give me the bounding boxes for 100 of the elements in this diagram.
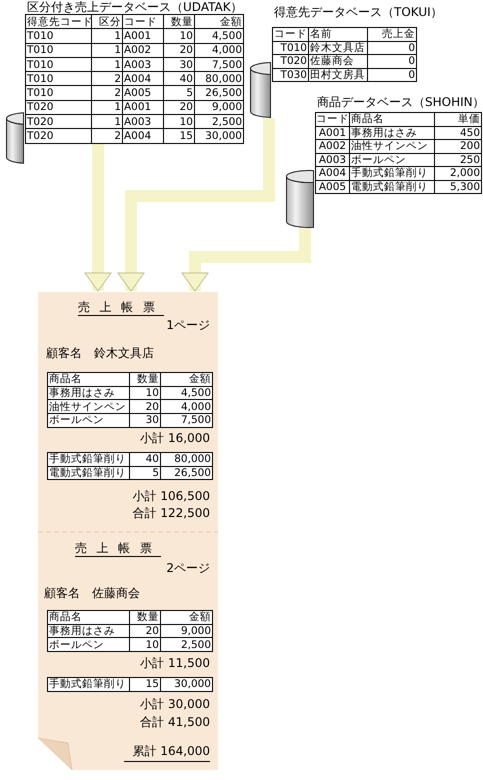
table-cell: T010 [26, 72, 92, 86]
flow-arrow [182, 228, 311, 292]
table-cell: 商品名 [350, 113, 435, 126]
table-cell: 2,000 [435, 167, 482, 180]
table-cell: 5 [164, 86, 195, 101]
table-cell: 20 [164, 100, 195, 116]
table-cell: A004 [123, 129, 164, 144]
table-cell: A001 [123, 29, 164, 44]
table-cell: 2 [92, 129, 123, 144]
table-cell: 10 [130, 638, 161, 652]
table-cell: 事務用はさみ [350, 126, 435, 140]
table-cell: A004 [316, 167, 350, 180]
table-cell: T030 [273, 68, 309, 82]
table-cell: 200 [435, 140, 482, 154]
table-cell: 9,000 [161, 624, 213, 638]
report-title: 売上帳票 [75, 541, 162, 557]
table-cell: 10 [130, 386, 161, 400]
table-cell: 商品名 [48, 611, 130, 625]
table-cell: A003 [123, 115, 164, 130]
table-cell: 金額 [195, 15, 244, 30]
table-cell: 26,500 [195, 86, 244, 101]
table-cell: 80,000 [195, 72, 244, 86]
table-cell: ボールペン [48, 414, 130, 428]
table-title: 得意先データベース（TOKUI） [274, 5, 443, 19]
report-text: 小計 16,000 [140, 431, 210, 446]
table-cell: 0 [368, 42, 417, 55]
table-cell: 1 [92, 115, 123, 130]
table-cell: 20 [164, 44, 195, 58]
table-cell: 金額 [161, 611, 213, 625]
table-cell: 80,000 [161, 453, 213, 467]
table-cell: 金額 [161, 373, 213, 387]
table-cell: 0 [368, 68, 417, 82]
table-cell: 20 [130, 624, 161, 638]
table-cell: 得意先コード [26, 15, 92, 30]
table-cell: 4,000 [195, 44, 244, 58]
table-cell: A003 [123, 58, 164, 72]
table-cell: 4,500 [195, 29, 244, 44]
table-cell: 1 [92, 100, 123, 116]
report-text: 小計 11,500 [140, 656, 210, 671]
table-cell: 電動式鉛筆削り [350, 180, 435, 194]
table-cell: 数量 [164, 15, 195, 30]
table-cell: A003 [316, 154, 350, 167]
report-text: 1ページ [166, 318, 210, 333]
table-cell: 1 [92, 58, 123, 72]
report-text: 合計 41,500 [140, 715, 210, 730]
table-cell: コード [273, 28, 309, 42]
table-cell: コード [316, 113, 350, 126]
table-cell: A001 [123, 100, 164, 116]
table-cell: 手動式鉛筆削り [48, 453, 130, 467]
table-cell: 7,500 [161, 414, 213, 428]
table-cell: 2 [92, 86, 123, 101]
table-cell: 30 [164, 58, 195, 72]
table-cell: 450 [435, 126, 482, 140]
table-cell: A004 [123, 72, 164, 86]
table-cell: 5,300 [435, 180, 482, 194]
table-cell: 0 [368, 55, 417, 68]
table-cell: A002 [123, 44, 164, 58]
report-paper [38, 292, 218, 770]
table-cell: 4,000 [161, 400, 213, 414]
table-cell: 油性サインペン [350, 140, 435, 154]
table-cell: 1 [92, 44, 123, 58]
report-title: 売上帳票 [78, 300, 164, 316]
table-cell: 30,000 [161, 678, 213, 692]
table-cell: 手動式鉛筆削り [350, 167, 435, 180]
table-cell: T020 [26, 129, 92, 144]
table-cell: A001 [316, 126, 350, 140]
table-cell: 数量 [130, 611, 161, 625]
table-cell: T020 [26, 115, 92, 130]
table-cell: 15 [130, 678, 161, 692]
table-cell: 40 [164, 72, 195, 86]
table-cell: 売上金 [368, 28, 417, 42]
table-cell: コード [123, 15, 164, 30]
table-cell: 名前 [309, 28, 368, 42]
table-cell: T020 [26, 100, 92, 116]
table-cell: T010 [26, 29, 92, 44]
table-cell: ボールペン [350, 154, 435, 167]
report-text: 顧客名 鈴木文具店 [46, 346, 154, 361]
table-cell: 事務用はさみ [48, 624, 130, 638]
grand-total: 累計 164,000 [124, 744, 210, 762]
table-cell: 2,500 [195, 115, 244, 130]
table-cell: T010 [26, 44, 92, 58]
table-cell: 電動式鉛筆削り [48, 466, 130, 480]
table-cell: T010 [26, 58, 92, 72]
report-text: 顧客名 佐藤商会 [44, 586, 140, 601]
table-cell: 10 [164, 115, 195, 130]
flow-arrow [118, 118, 275, 292]
flow-arrow [84, 144, 112, 292]
table-title: 区分付き売上データベース（UDATAK） [27, 0, 243, 14]
report-text: 小計 106,500 [132, 489, 210, 504]
table-cell: 250 [435, 154, 482, 167]
table-cell: 商品名 [48, 373, 130, 387]
table-cell: 4,500 [161, 386, 213, 400]
table-cell: 15 [164, 129, 195, 144]
table-cell: 9,000 [195, 100, 244, 116]
table-cell: 区分 [92, 15, 123, 30]
table-cell: 7,500 [195, 58, 244, 72]
table-cell: A005 [123, 86, 164, 101]
table-cell: 40 [130, 453, 161, 467]
table-cell: 手動式鉛筆削り [48, 678, 130, 692]
table-cell: 単価 [435, 113, 482, 126]
